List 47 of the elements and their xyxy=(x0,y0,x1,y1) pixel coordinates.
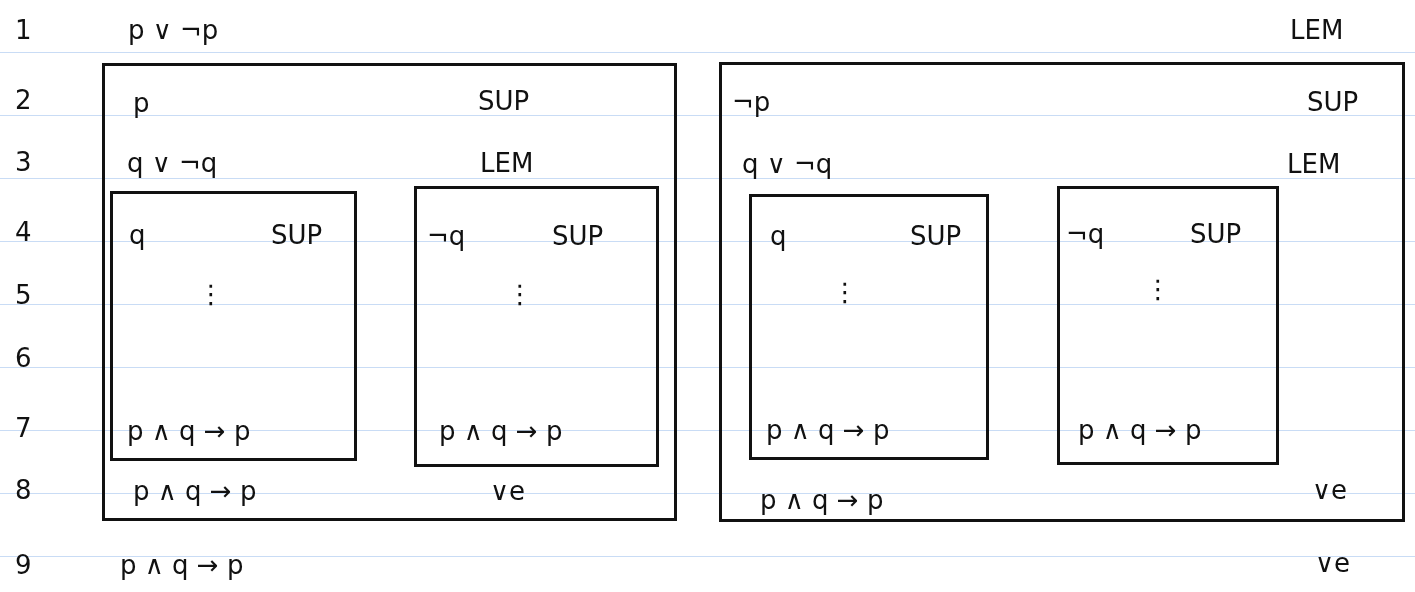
line-number: 4 xyxy=(15,217,32,247)
proof-box xyxy=(102,63,677,521)
formula-text: p ∨ ¬p xyxy=(128,15,219,45)
formula-text: q ∨ ¬q xyxy=(127,148,218,178)
formula-text: q xyxy=(129,220,146,250)
rule-label: SUP xyxy=(478,86,530,116)
formula-text: p ∧ q → p xyxy=(127,416,251,446)
line-number: 8 xyxy=(15,475,32,505)
formula-text: q ∨ ¬q xyxy=(742,149,833,179)
rule-label: SUP xyxy=(552,221,604,251)
line-number: 9 xyxy=(15,550,32,580)
ellipsis-text: ⋮ xyxy=(507,279,533,309)
formula-text: ¬q xyxy=(427,221,466,251)
subproof-box xyxy=(110,191,357,461)
rule-label: ∨e xyxy=(490,476,526,506)
line-number: 6 xyxy=(15,343,32,373)
formula-text: q xyxy=(770,221,787,251)
line-number: 5 xyxy=(15,280,32,310)
line-number: 2 xyxy=(15,85,32,115)
rule-label: LEM xyxy=(1287,149,1341,179)
ellipsis-text: ⋮ xyxy=(198,279,224,309)
rule-label: SUP xyxy=(910,221,962,251)
formula-text: p ∧ q → p xyxy=(120,550,244,580)
rule-label: SUP xyxy=(1307,87,1359,117)
subproof-box xyxy=(1057,186,1279,465)
line-number: 1 xyxy=(15,15,32,45)
formula-text: p ∧ q → p xyxy=(760,485,884,515)
line-number: 3 xyxy=(15,147,32,177)
formula-text: p ∧ q → p xyxy=(1078,415,1202,445)
formula-text: p ∧ q → p xyxy=(766,415,890,445)
formula-text: p ∧ q → p xyxy=(439,416,563,446)
subproof-box xyxy=(749,194,989,460)
proof-box xyxy=(719,62,1405,522)
formula-text: p ∧ q → p xyxy=(133,476,257,506)
rule-label: ∨e xyxy=(1312,475,1348,505)
formula-text: p xyxy=(133,88,150,118)
rule-label: LEM xyxy=(1290,15,1344,45)
rule-label: LEM xyxy=(480,148,534,178)
line-number: 7 xyxy=(15,413,32,443)
rule-label: SUP xyxy=(1190,219,1242,249)
ellipsis-text: ⋮ xyxy=(1145,274,1171,304)
subproof-box xyxy=(414,186,659,467)
formula-text: ¬p xyxy=(732,87,771,117)
rule-label: SUP xyxy=(271,220,323,250)
ellipsis-text: ⋮ xyxy=(832,277,858,307)
formula-text: ¬q xyxy=(1066,219,1105,249)
rule-label: ∨e xyxy=(1315,548,1351,578)
